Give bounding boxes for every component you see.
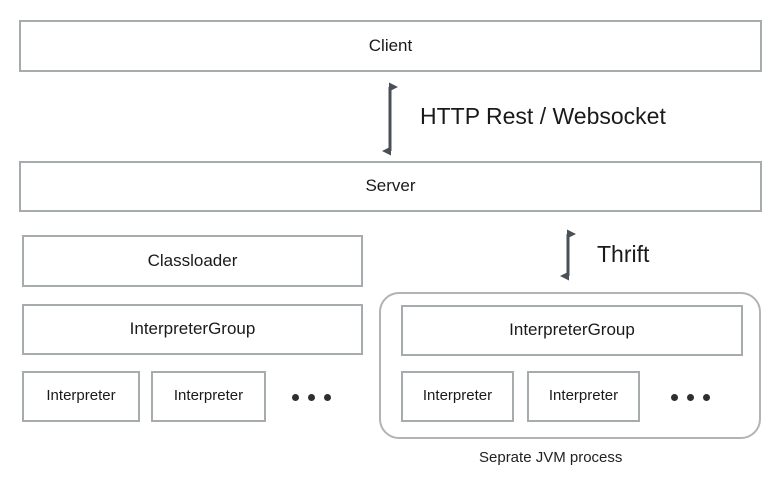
interpreter-right-2-label: Interpreter xyxy=(548,387,619,405)
classloader-box: Classloader xyxy=(22,235,363,287)
client-box: Client xyxy=(19,20,762,72)
ellipsis-right-icon xyxy=(671,392,710,402)
interpreter-right-2-box: Interpreter xyxy=(527,371,640,422)
server-box: Server xyxy=(19,161,762,212)
interpreter-left-2-label: Interpreter xyxy=(173,387,244,405)
interpreter-right-1-box: Interpreter xyxy=(401,371,514,422)
http-connector-label: HTTP Rest / Websocket xyxy=(420,103,666,129)
thrift-arrow xyxy=(560,229,576,281)
interpreter-right-1-label: Interpreter xyxy=(422,387,493,405)
separate-jvm-caption: Seprate JVM process xyxy=(479,449,623,466)
interpreter-left-1-box: Interpreter xyxy=(22,371,140,422)
http-arrow xyxy=(382,82,398,156)
interpreter-group-right-box: InterpreterGroup xyxy=(401,305,743,356)
interpreter-left-2-box: Interpreter xyxy=(151,371,266,422)
classloader-label: Classloader xyxy=(147,250,238,270)
interpreter-group-left-label: InterpreterGroup xyxy=(129,319,256,339)
ellipsis-left-icon xyxy=(292,392,331,402)
interpreter-group-left-box: InterpreterGroup xyxy=(22,304,363,355)
server-label: Server xyxy=(365,176,416,196)
interpreter-group-right-label: InterpreterGroup xyxy=(509,320,635,340)
client-label: Client xyxy=(368,35,413,55)
interpreter-left-1-label: Interpreter xyxy=(46,387,116,405)
thrift-connector-label: Thrift xyxy=(597,241,650,267)
